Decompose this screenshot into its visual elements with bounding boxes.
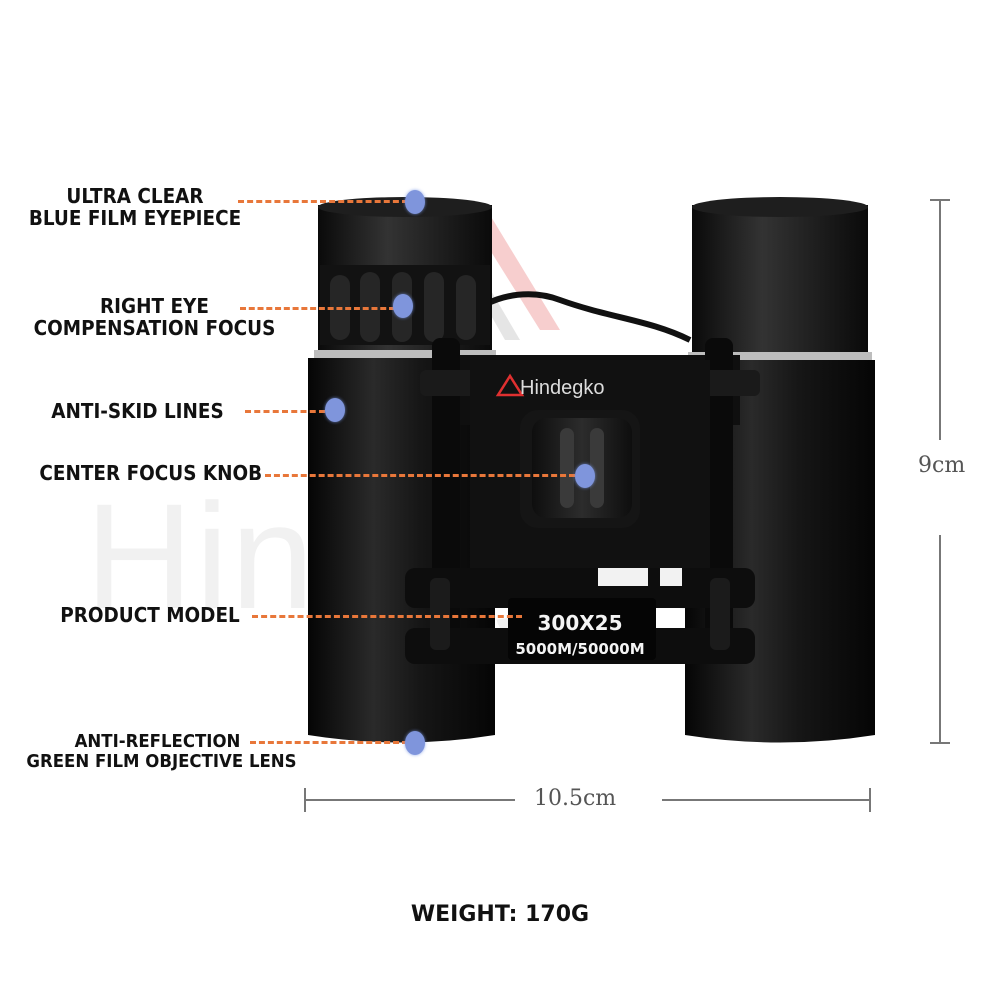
label-compensation-line2: COMPENSATION FOCUS <box>33 316 276 340</box>
weight-label: WEIGHT: 170G <box>410 902 590 927</box>
marker-objective <box>405 731 425 755</box>
height-dimension-label: 9cm <box>912 453 972 478</box>
label-objective-line1: ANTI-REFLECTION <box>74 731 241 752</box>
label-model: PRODUCT MODEL <box>60 603 240 627</box>
leader-model <box>252 615 522 618</box>
brand-logo-icon <box>495 373 525 397</box>
marker-compensation <box>393 294 413 318</box>
brand-logo-text: Hindegko <box>520 377 605 399</box>
label-compensation-line1: RIGHT EYE <box>100 294 209 318</box>
leader-eyepiece <box>238 200 408 203</box>
model-text-line1: 300X25 <box>538 611 623 635</box>
model-text-line2: 5000M/50000M <box>515 640 644 658</box>
width-dimension-line <box>304 788 871 812</box>
label-focus-knob: CENTER FOCUS KNOB <box>39 461 263 485</box>
label-eyepiece: ULTRA CLEAR BLUE FILM EYEPIECE <box>25 185 246 229</box>
label-objective-line2: GREEN FILM OBJECTIVE LENS <box>26 751 297 772</box>
marker-focus-knob <box>575 464 595 488</box>
center-bridge <box>405 338 760 664</box>
marker-antiskid <box>325 398 345 422</box>
label-objective: ANTI-REFLECTION GREEN FILM OBJECTIVE LEN… <box>26 731 297 772</box>
height-dimension-line <box>930 199 950 744</box>
width-dimension-label: 10.5cm <box>528 786 623 811</box>
leader-objective <box>250 741 408 744</box>
model-plate <box>508 598 656 660</box>
leader-antiskid <box>245 410 325 413</box>
label-eyepiece-line2: BLUE FILM EYEPIECE <box>28 206 242 230</box>
marker-eyepiece <box>405 190 425 214</box>
label-antiskid: ANTI-SKID LINES <box>51 399 224 423</box>
label-eyepiece-line1: ULTRA CLEAR <box>66 184 204 208</box>
label-compensation: RIGHT EYE COMPENSATION FOCUS <box>33 295 277 339</box>
leader-compensation <box>240 307 395 310</box>
leader-focus-knob <box>265 474 575 477</box>
